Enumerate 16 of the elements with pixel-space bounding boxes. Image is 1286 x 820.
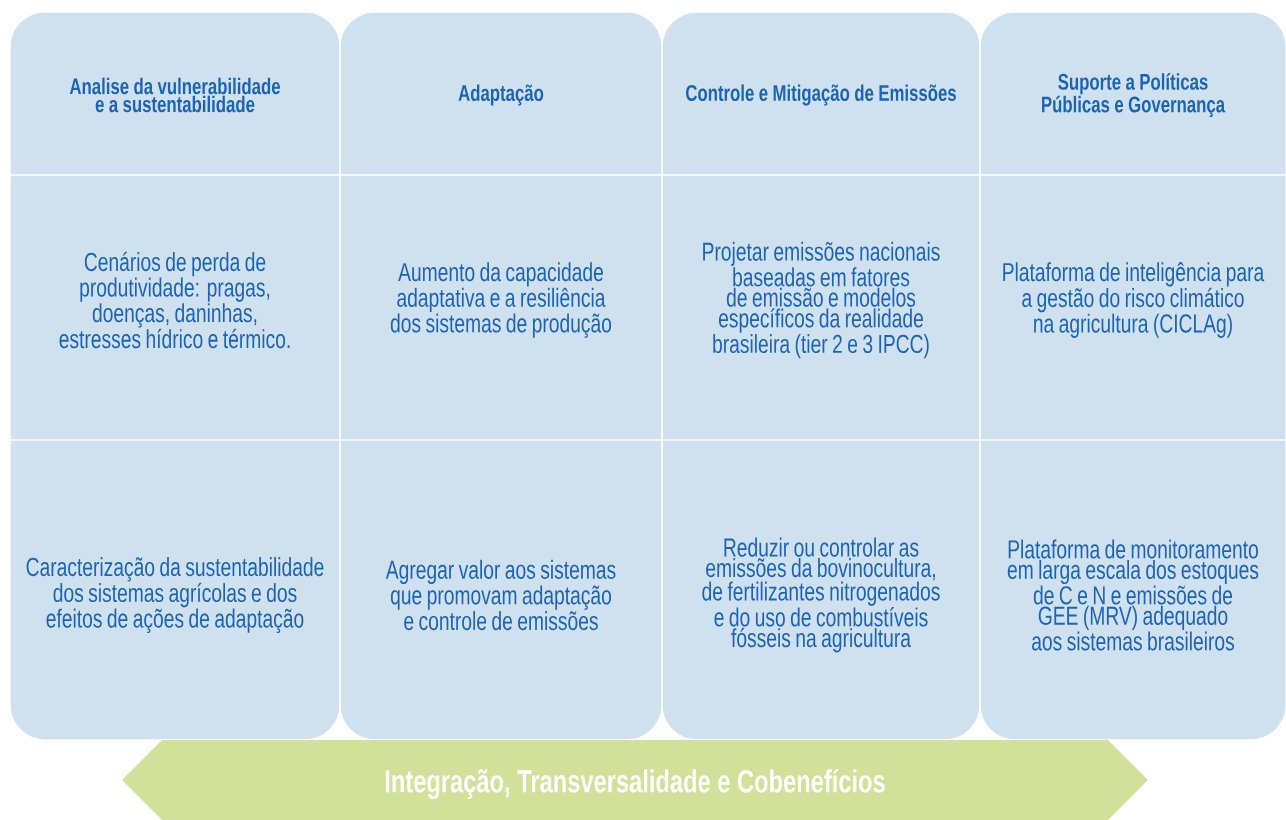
cell-text: Aumento da capacidade adaptativa e a resiliência dos sistemas de produção	[390, 262, 612, 338]
cell-text: Plataforma de inteligência para a gestão do risco climático na agricultura (CICLAg)	[1003, 262, 1265, 338]
column-heading: Adaptação	[458, 84, 544, 106]
column-panel	[661, 11, 981, 741]
cell-text: Plataforma de monitoramento em larga escala dos estoques de C e N e emissões de GEE (MRV) adequado aos sistemas brasileiros	[1007, 539, 1259, 651]
column-heading: Suporte a Políticas Públicas e Governança	[1042, 73, 1226, 117]
column-panel	[9, 11, 341, 741]
cell-text: Cenários de perda de produtividade: pragas, doenças, daninhas, estresses hídrico e térmico.	[59, 251, 290, 349]
cell-text: Reduzir ou controlar as emissões da bovinocultura, de fertilizantes nitrogenados e do uso de combustíveis fósseis na agricultura	[702, 537, 940, 653]
cell-text: Caracterização da sustentabilidade dos sistemas agrícolas e dos efeitos de ações de adaptação	[26, 557, 324, 633]
column-panel	[339, 11, 663, 741]
column-heading: Controle e Mitigação de Emissões	[686, 84, 956, 106]
column-panel	[979, 11, 1286, 741]
column-heading: Analise da vulnerabilidade e a sustentabilidade	[69, 77, 280, 113]
cell-text: Agregar valor aos sistemas que promovam adaptação e controle de emissões	[385, 559, 616, 631]
cell-text: Projetar emissões nacionais baseadas em fatores de emissão e modelos específicos da realidade brasileira (tier 2 e 3 IPCC)	[703, 241, 940, 359]
